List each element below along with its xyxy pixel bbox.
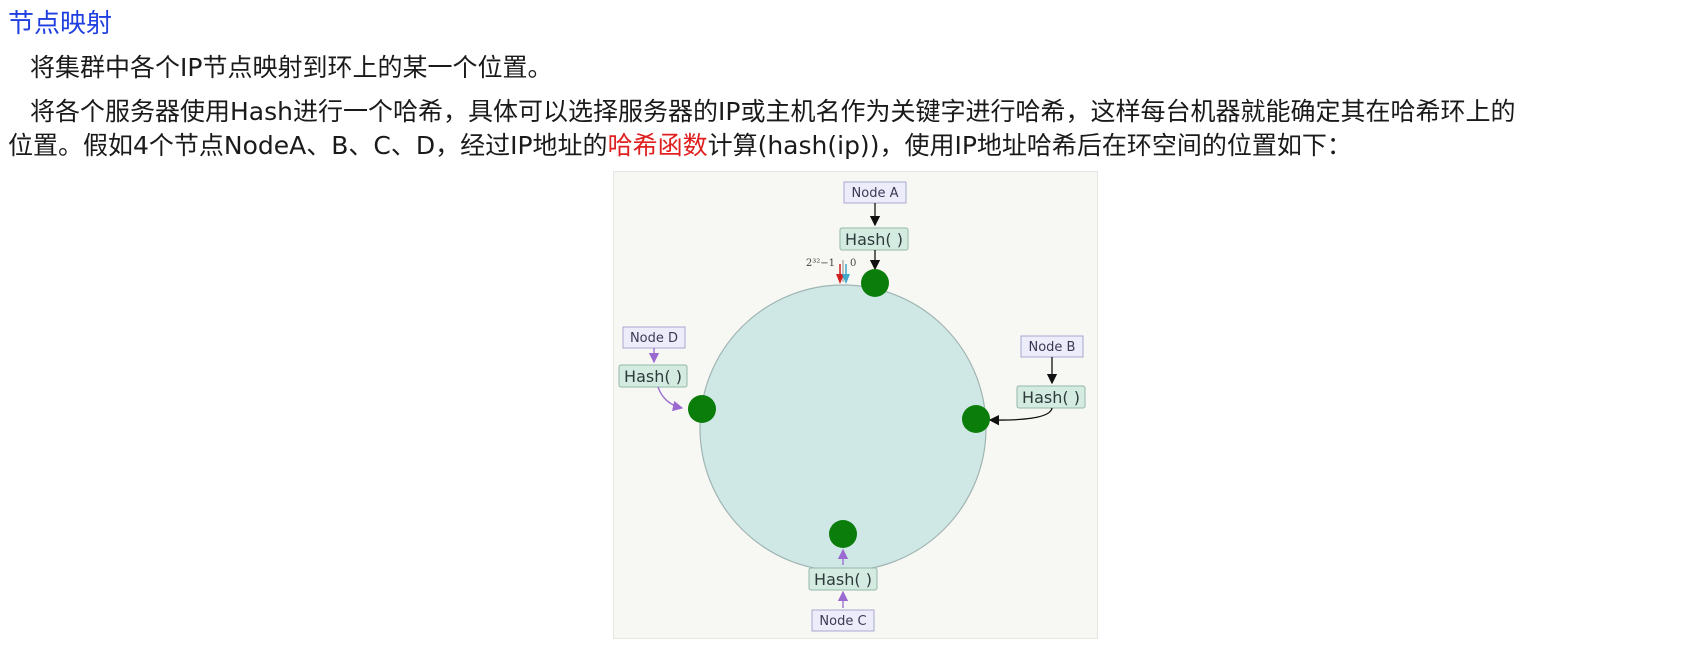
hash-box-d <box>618 364 688 388</box>
hash-b-arrow <box>988 407 1053 426</box>
hash-box-c <box>808 567 878 591</box>
node-a-point <box>861 269 889 297</box>
hash-label-b: Hash( ) <box>1022 388 1080 407</box>
section-heading: 节点映射 <box>8 9 113 39</box>
hash-label-c: Hash( ) <box>814 570 872 589</box>
paragraph-hash-example-end: 计算(hash(ip))，使用IP地址哈希后在环空间的位置如下： <box>707 131 1352 160</box>
node-d-point <box>688 395 716 423</box>
hash-d-arrow <box>657 386 684 412</box>
paragraph-hash-example: 位置。假如4个节点NodeA、B、C、D，经过IP地址的哈希函数计算(hash(… <box>8 128 1352 163</box>
paragraph-hash-example-start: 位置。假如4个节点NodeA、B、C、D，经过IP地址的 <box>8 131 608 160</box>
node-c-label: Node C <box>819 614 866 629</box>
hash-label-a: Hash( ) <box>845 230 903 249</box>
hash-box-a <box>839 227 909 251</box>
hash-ring-figure: 2³²−1 0 Node A Hash( ) Node B Hash( ) Ha… <box>613 171 1098 639</box>
node-c-box <box>811 609 875 632</box>
paragraph-node-mapping-intro: 将集群中各个IP节点映射到环上的某一个位置。 <box>30 53 553 82</box>
node-d-label: Node D <box>630 331 678 346</box>
node-a-label: Node A <box>852 186 899 201</box>
hash-ring-diagram: 2³²−1 0 Node A Hash( ) Node B Hash( ) Ha… <box>618 181 1086 632</box>
node-b-label: Node B <box>1029 340 1076 355</box>
hash-label-d: Hash( ) <box>624 367 682 386</box>
ring-zero-label: 0 <box>850 258 856 269</box>
hash-box-b <box>1016 385 1086 409</box>
node-c-point <box>829 520 857 548</box>
ring-max-marker-head <box>836 274 844 284</box>
paragraph-hash-description: 将各个服务器使用Hash进行一个哈希，具体可以选择服务器的IP或主机名作为关键字… <box>30 97 1516 126</box>
ring-max-label: 2³²−1 <box>806 258 835 269</box>
ring-zero-marker-head <box>842 274 850 284</box>
node-b-point <box>962 405 990 433</box>
hash-function-link[interactable]: 哈希函数 <box>607 131 708 160</box>
